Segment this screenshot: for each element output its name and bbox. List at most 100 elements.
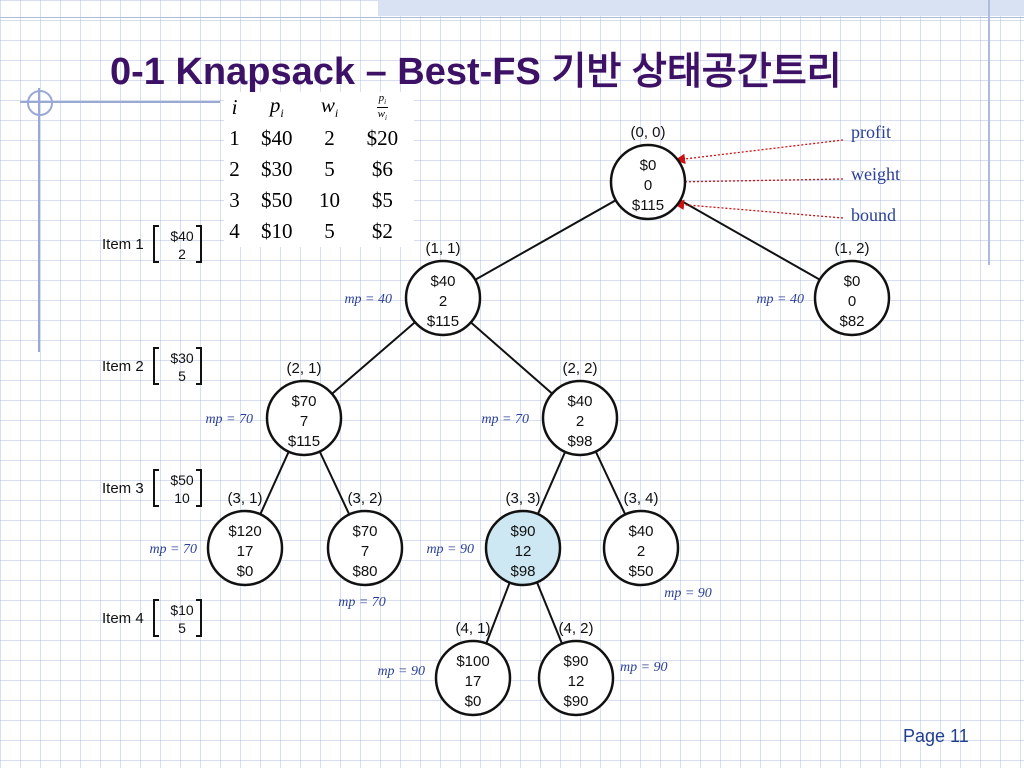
node-bound: $98 xyxy=(510,563,535,580)
header-p-symbol: p xyxy=(269,93,281,118)
node-bound: $0 xyxy=(237,563,254,580)
table-cell: $30 xyxy=(261,157,293,181)
node-bound: $115 xyxy=(632,197,664,214)
header-w-sub: i xyxy=(334,106,339,121)
node-profit: $70 xyxy=(352,523,377,540)
legend-weight-label: weight xyxy=(851,164,900,184)
node-mp: mp = 40 xyxy=(344,292,392,307)
header-p: pi xyxy=(245,92,308,123)
header-ratio: pi wi xyxy=(351,92,414,123)
item-weight: 5 xyxy=(178,620,186,636)
node-weight: 12 xyxy=(515,543,532,560)
legend-profit-label: profit xyxy=(851,122,891,142)
node-circle xyxy=(813,259,891,337)
node-mp: mp = 90 xyxy=(426,542,474,557)
ratio-fraction: pi wi xyxy=(376,92,389,122)
right-divider-line xyxy=(988,0,990,265)
table-cell: $5 xyxy=(371,188,393,212)
top-decoration-band xyxy=(378,0,1024,16)
left-bracket xyxy=(153,225,159,263)
right-bracket xyxy=(196,599,202,637)
table-cell: 3 xyxy=(229,188,240,212)
node-mp: mp = 90 xyxy=(620,660,668,675)
node-bound: $82 xyxy=(839,313,864,330)
node-weight: 2 xyxy=(576,413,584,430)
node-circle xyxy=(537,639,615,717)
crosshair-ornament xyxy=(27,90,53,116)
item-weight: 5 xyxy=(178,368,186,384)
item-label: Item 1 xyxy=(102,236,144,253)
legend-bound-arrow xyxy=(673,199,844,219)
ratio-numerator: pi xyxy=(376,92,389,108)
node-circle xyxy=(602,509,680,587)
table-row: 2 $30 5 $6 xyxy=(224,154,414,185)
ratio-den-symbol: w xyxy=(377,108,386,120)
title-underline xyxy=(20,101,220,103)
table-cell: $20 xyxy=(366,126,399,150)
node-weight: 7 xyxy=(300,413,308,430)
table-cell: 4 xyxy=(229,219,240,243)
right-bracket xyxy=(196,347,202,385)
node-bound: $115 xyxy=(288,433,320,450)
node-weight: 0 xyxy=(848,293,856,310)
node-mp: mp = 70 xyxy=(149,542,197,557)
legend-bound-label: bound xyxy=(851,205,896,225)
node-circle xyxy=(326,509,404,587)
node-mp: mp = 40 xyxy=(756,292,804,307)
item-profit: $10 xyxy=(170,602,194,618)
node-bound: $90 xyxy=(563,693,588,710)
tree-node-n00: (0, 0)$00$115 xyxy=(609,124,687,221)
node-circle xyxy=(206,509,284,587)
node-bound: $80 xyxy=(352,563,377,580)
header-w-symbol: w xyxy=(320,93,335,118)
ratio-denominator: wi xyxy=(377,108,388,122)
item-label: Item 4 xyxy=(102,610,144,627)
node-mp: mp = 70 xyxy=(205,412,253,427)
node-profit: $0 xyxy=(640,157,657,174)
node-profit: $100 xyxy=(456,653,489,670)
node-label: (4, 1) xyxy=(455,620,490,637)
node-bound: $50 xyxy=(628,563,653,580)
header-p-sub: i xyxy=(280,106,284,121)
ratio-den-sub: i xyxy=(385,114,387,123)
item-label: Item 3 xyxy=(102,480,144,497)
table-cell: 2 xyxy=(229,157,240,181)
table-cell: 5 xyxy=(324,157,335,181)
node-circle xyxy=(541,379,619,457)
node-bound: $0 xyxy=(465,693,482,710)
node-label: (2, 2) xyxy=(562,360,597,377)
slide-title: 0-1 Knapsack – Best-FS 기반 상태공간트리 xyxy=(110,51,842,93)
node-label: (4, 2) xyxy=(558,620,593,637)
node-profit: $120 xyxy=(228,523,261,540)
node-weight: 7 xyxy=(361,543,369,560)
item-weight: 10 xyxy=(174,490,190,506)
right-bracket xyxy=(196,225,202,263)
tree-edge xyxy=(442,181,649,299)
node-label: (1, 1) xyxy=(425,240,460,257)
node-label: (3, 4) xyxy=(623,490,658,507)
left-divider-line xyxy=(38,88,40,352)
legend-weight-arrow xyxy=(673,176,844,188)
item-label-group: Item 1$402 xyxy=(102,225,202,263)
top-divider-line xyxy=(0,17,1024,18)
table-header-row: i pi wi pi wi xyxy=(224,92,414,123)
node-profit: $40 xyxy=(567,393,592,410)
node-weight: 17 xyxy=(237,543,254,560)
node-bound: $115 xyxy=(427,313,459,330)
node-label: (0, 0) xyxy=(630,124,665,141)
node-mp: mp = 90 xyxy=(664,586,712,601)
table-cell: $6 xyxy=(371,157,393,181)
item-label-group: Item 4 $10 5 xyxy=(102,599,202,637)
node-mp: mp = 90 xyxy=(377,664,425,679)
